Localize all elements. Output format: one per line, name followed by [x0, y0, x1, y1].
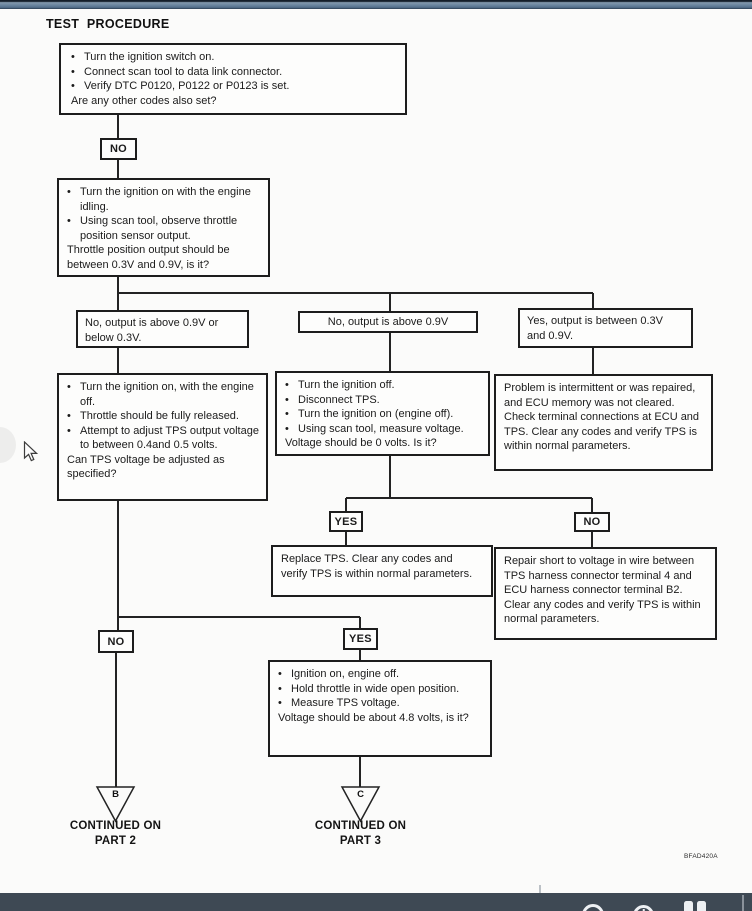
- flow-box-disconnect: • Turn the ignition off. • Disconnect TPS.…: [275, 371, 490, 456]
- bullet-line: • Throttle should be fully released.: [67, 409, 261, 424]
- bullet-marker: •: [71, 51, 75, 63]
- bullet-line: • Attempt to adjust TPS output voltage to…: [67, 424, 261, 453]
- toolbar-separator: [742, 895, 744, 911]
- bullet-marker: •: [278, 682, 282, 695]
- bullet-marker: •: [285, 393, 289, 406]
- flow-box-adjust: • Turn the ignition on, with the engine o…: [57, 373, 268, 501]
- bullet-text: Hold throttle in wide open position.: [291, 682, 460, 695]
- bullet-line: • Measure TPS voltage.: [278, 696, 476, 711]
- continuation-part2: CONTINUED ON PART 2: [45, 819, 186, 848]
- box-text: Repair short to voltage in wire between …: [504, 555, 695, 596]
- flow-box-branch-middle: No, output is above 0.9V: [298, 311, 478, 333]
- page-edge-artifact: [0, 427, 16, 463]
- decision-label-yes: YES: [329, 511, 363, 532]
- box-question: Voltage should be 0 volts. Is it?: [285, 437, 437, 449]
- bullet-text: Turn the ignition on with the engine idl…: [80, 186, 251, 213]
- bullet-line: • Connect scan tool to data link connecto…: [71, 65, 395, 80]
- bullet-text: Turn the ignition switch on.: [84, 51, 215, 63]
- flow-box-repair: Repair short to voltage in wire between …: [494, 547, 717, 640]
- bullet-line: • Turn the ignition switch on.: [71, 50, 395, 65]
- box-text: Replace TPS. Clear any codes and verify …: [281, 553, 473, 580]
- bottom-toolbar: [0, 893, 752, 911]
- bullet-line: • Turn the ignition on, with the engine o…: [67, 380, 261, 409]
- bullet-text: Measure TPS voltage.: [291, 697, 400, 709]
- bullet-line: • Turn the ignition on with the engine id…: [67, 185, 263, 214]
- box-question: Are any other codes also set?: [71, 94, 217, 107]
- continuation-line2: PART 3: [339, 834, 382, 847]
- bullet-text: Using scan tool, measure voltage.: [298, 422, 464, 435]
- bullet-marker: •: [67, 186, 71, 198]
- bullet-line: • Hold throttle in wide open position.: [278, 682, 476, 697]
- decision-label-text: YES: [349, 633, 372, 645]
- continuation-line2: PART 2: [94, 834, 137, 847]
- flow-box-start: • Turn the ignition switch on. • Connect s…: [59, 43, 407, 115]
- figure-code: BFAD420A: [684, 853, 718, 860]
- flow-box-idle-check: • Turn the ignition on with the engine id…: [57, 178, 270, 277]
- decision-label-text: NO: [109, 143, 128, 155]
- continuation-part3: CONTINUED ON PART 3: [290, 819, 431, 848]
- bullet-line: • Using scan tool, measure voltage.: [285, 422, 483, 437]
- bullet-text: Turn the ignition off.: [298, 379, 395, 391]
- bullet-marker: •: [71, 65, 75, 78]
- box-text: Clear any codes and verify TPS is within…: [504, 598, 701, 626]
- bullet-line: • Turn the ignition off.: [285, 378, 483, 393]
- connector-letter-b: B: [112, 789, 119, 800]
- decision-label-text: YES: [334, 515, 358, 528]
- bullet-marker: •: [71, 80, 75, 92]
- decision-label-no: NO: [98, 630, 134, 653]
- pages-icon[interactable]: [683, 901, 709, 911]
- decision-label-text: NO: [107, 635, 125, 648]
- bullet-line: • Using scan tool, observe throttle posit…: [67, 214, 263, 243]
- continuation-line1: CONTINUED ON: [314, 820, 407, 832]
- flow-box-replace: Replace TPS. Clear any codes and verify …: [271, 545, 493, 597]
- bullet-text: Disconnect TPS.: [298, 393, 380, 406]
- bullet-marker: •: [67, 381, 71, 393]
- connector-letter-c: C: [357, 789, 364, 800]
- mouse-cursor: [23, 441, 39, 462]
- bullet-marker: •: [285, 379, 289, 391]
- bullet-text: Ignition on, engine off.: [291, 668, 400, 680]
- bullet-text: Verify DTC P0120, P0122 or P0123 is set.: [84, 80, 290, 92]
- bullet-line: • Turn the ignition on (engine off).: [285, 407, 483, 422]
- bullet-marker: •: [285, 422, 289, 435]
- flow-box-branch-left: No, output is above 0.9V or below 0.3V.: [76, 310, 249, 348]
- decision-label-no: NO: [574, 512, 610, 532]
- page-title: TEST PROCEDURE: [46, 17, 170, 31]
- bullet-marker: •: [67, 424, 71, 437]
- window-titlebar-edge: [0, 0, 752, 9]
- flow-box-branch-right: Yes, output is between 0.3V and 0.9V.: [518, 308, 693, 348]
- branch-text: Yes, output is between 0.3V and 0.9V.: [527, 315, 663, 342]
- bullet-text: Connect scan tool to data link connector…: [84, 65, 283, 78]
- flow-box-intermittent: Problem is intermittent or was repaired,…: [494, 374, 713, 471]
- bullet-line: • Disconnect TPS.: [285, 393, 483, 408]
- decision-label-no: NO: [100, 138, 137, 160]
- bullet-marker: •: [278, 668, 282, 680]
- bullet-marker: •: [285, 408, 289, 420]
- branch-text: No, output is above 0.9V: [327, 315, 449, 328]
- bullet-marker: •: [67, 410, 71, 422]
- bullet-marker: •: [67, 215, 71, 227]
- bullet-line: • Verify DTC P0120, P0122 or P0123 is set…: [71, 79, 395, 94]
- flow-box-wide-open: • Ignition on, engine off. • Hold throttle…: [268, 660, 492, 757]
- branch-text: No, output is above 0.9V or below 0.3V.: [85, 317, 219, 344]
- box-question: Throttle position output should be betwe…: [67, 244, 230, 271]
- bullet-text: Turn the ignition on (engine off).: [298, 408, 454, 420]
- decision-label-text: NO: [583, 516, 601, 528]
- bullet-line: • Ignition on, engine off.: [278, 667, 476, 682]
- bullet-marker: •: [278, 697, 282, 709]
- box-text: Problem is intermittent or was repaired,…: [504, 382, 700, 452]
- bullet-text: Throttle should be fully released.: [80, 410, 239, 422]
- box-question: Voltage should be about 4.8 volts, is it…: [278, 711, 469, 724]
- continuation-line1: CONTINUED ON: [69, 820, 162, 832]
- bullet-text: Using scan tool, observe throttle positi…: [80, 215, 238, 242]
- decision-label-yes: YES: [343, 628, 378, 650]
- bullet-text: Attempt to adjust TPS output voltage to …: [80, 424, 259, 452]
- box-question: Can TPS voltage be adjusted as specified…: [67, 453, 225, 481]
- bullet-text: Turn the ignition on, with the engine of…: [80, 381, 254, 408]
